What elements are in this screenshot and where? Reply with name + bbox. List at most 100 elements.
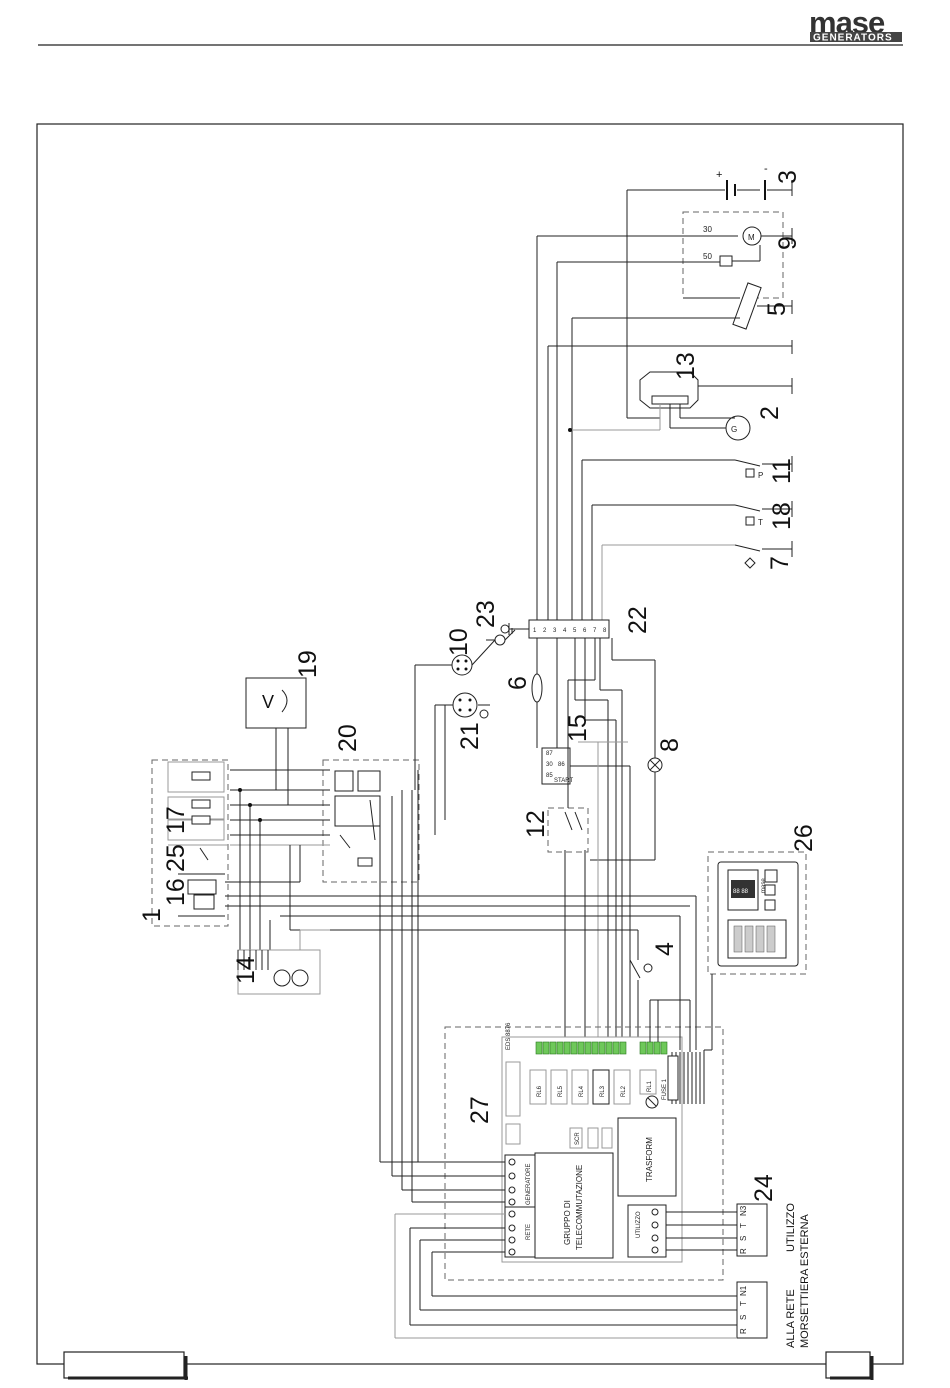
starter-terminal-30: 30 bbox=[703, 225, 712, 234]
oil-pressure-switch: P bbox=[582, 459, 792, 480]
relay-rl1: RL1 bbox=[647, 1080, 653, 1092]
label-11: 11 bbox=[768, 458, 796, 484]
header: mase GENERATORS bbox=[38, 5, 903, 46]
diagram-frame bbox=[36, 123, 904, 1365]
remote-panel-26: 88 88 mase bbox=[704, 851, 807, 1051]
terminal-strip-22: 1 2 3 4 5 6 7 8 bbox=[500, 619, 610, 639]
temperature-symbol: T bbox=[758, 518, 763, 527]
label-7: 7 bbox=[766, 556, 794, 570]
label-2: 2 bbox=[756, 406, 784, 420]
label-19: 19 bbox=[294, 650, 322, 678]
rete-pin-s: S bbox=[739, 1315, 748, 1320]
warning-lamp-8 bbox=[611, 638, 663, 860]
label-13: 13 bbox=[672, 352, 700, 380]
generatore-label: GENERATORE bbox=[526, 1164, 532, 1205]
connector-14 bbox=[237, 929, 330, 995]
alternator-symbol: G bbox=[731, 425, 737, 434]
utilizzo-pin-s: S bbox=[739, 1236, 748, 1241]
terminal-22-pin-8: 8 bbox=[603, 628, 607, 634]
rete-pin-t: T bbox=[739, 1301, 748, 1306]
ground-23 bbox=[486, 628, 516, 646]
label-10: 10 bbox=[445, 628, 473, 656]
footer-box-right bbox=[825, 1351, 871, 1379]
label-9: 9 bbox=[774, 236, 802, 250]
starter-terminal-50: 50 bbox=[703, 252, 712, 261]
ignition-switch-12 bbox=[547, 638, 655, 1040]
utilizzo-pin-t: T bbox=[739, 1223, 748, 1228]
switch-4 bbox=[290, 929, 653, 1040]
board-connector-label: EDS 8876 bbox=[506, 1022, 512, 1050]
starter-motor-symbol: M bbox=[748, 233, 755, 242]
distribution-block-20 bbox=[322, 759, 420, 883]
relay-pin-86: 86 bbox=[558, 762, 565, 768]
temperature-switch: T bbox=[592, 504, 792, 527]
battery-alternator: G bbox=[669, 404, 751, 441]
connector-10 bbox=[414, 639, 496, 790]
battery-plus: + bbox=[716, 169, 722, 181]
battery-minus: - bbox=[764, 163, 768, 175]
terminal-rete: R S T N1 ALLA RETE MORSETTIERA ESTERNA bbox=[394, 1213, 811, 1348]
label-16: 16 bbox=[162, 878, 190, 906]
relay-pin-87: 87 bbox=[546, 751, 553, 757]
relay-rl3: RL3 bbox=[600, 1085, 606, 1097]
label-21: 21 bbox=[456, 722, 484, 750]
label-23: 23 bbox=[472, 600, 500, 628]
fuel-level-switch bbox=[602, 544, 792, 569]
label-25: 25 bbox=[162, 844, 190, 872]
label-5: 5 bbox=[763, 302, 791, 316]
rete-label: RETE bbox=[526, 1224, 532, 1240]
relay-rl6: RL6 bbox=[537, 1085, 543, 1097]
relay-pin-30: 30 bbox=[546, 762, 553, 768]
terminal-22-pin-3: 3 bbox=[553, 628, 557, 634]
control-board-27: EDS 8876 bbox=[444, 999, 724, 1281]
terminal-22-pin-6: 6 bbox=[583, 628, 587, 634]
voltmeter-symbol: V bbox=[262, 692, 274, 712]
label-17: 17 bbox=[162, 806, 190, 834]
relay-start-text: START bbox=[554, 778, 573, 784]
relay-pin-85: 85 bbox=[546, 773, 553, 779]
label-26: 26 bbox=[790, 824, 818, 852]
gruppo-label-1: GRUPPO DI bbox=[563, 1200, 572, 1245]
utilizzo-board-label: UTILIZZO bbox=[636, 1211, 642, 1238]
terminal-22-pin-5: 5 bbox=[573, 628, 577, 634]
gruppo-label-2: TELECOMMUTAZIONE bbox=[575, 1165, 584, 1250]
battery: + - bbox=[626, 163, 792, 230]
ribbon-cable bbox=[667, 1000, 705, 1104]
label-12: 12 bbox=[522, 810, 550, 838]
transformer-label: TRASFORM bbox=[645, 1137, 654, 1182]
fuse-6 bbox=[531, 638, 543, 748]
logo-subtext: GENERATORS bbox=[813, 33, 893, 44]
start-relay-15: 87 30 86 85 START bbox=[541, 638, 631, 1040]
label-15: 15 bbox=[564, 714, 592, 742]
label-27: 27 bbox=[466, 1096, 494, 1124]
rete-pin-n1: N1 bbox=[739, 1285, 748, 1296]
terminal-22-pin-7: 7 bbox=[593, 628, 597, 634]
terminal-22-pin-2: 2 bbox=[543, 628, 547, 634]
utilizzo-pin-n3: N3 bbox=[739, 1205, 748, 1216]
relay-rl4: RL4 bbox=[579, 1085, 585, 1097]
label-18: 18 bbox=[768, 502, 796, 530]
breaker-assembly-1 bbox=[151, 759, 229, 927]
utilizzo-label: UTILIZZO bbox=[785, 1203, 797, 1252]
label-24: 24 bbox=[750, 1174, 778, 1202]
footer-box-left bbox=[63, 1351, 185, 1379]
label-8: 8 bbox=[656, 738, 684, 752]
label-1: 1 bbox=[138, 908, 166, 922]
terminal-22-pin-4: 4 bbox=[563, 628, 567, 634]
board-chip-label: SCR bbox=[575, 1132, 581, 1145]
panel-brand: mase bbox=[761, 878, 767, 893]
morsettiera-label: MORSETTIERA ESTERNA bbox=[799, 1213, 811, 1348]
voltmeter-19: V bbox=[245, 677, 330, 806]
label-22: 22 bbox=[624, 606, 652, 634]
terminal-22-pin-1: 1 bbox=[533, 628, 537, 634]
utilizzo-pin-r: R bbox=[739, 1248, 748, 1254]
panel-display: 88 88 bbox=[733, 889, 749, 895]
label-6: 6 bbox=[504, 676, 532, 690]
relay-rl5: RL5 bbox=[558, 1085, 564, 1097]
logo-bar bbox=[810, 32, 902, 42]
relay-rl2: RL2 bbox=[621, 1085, 627, 1097]
green-connector bbox=[535, 1041, 668, 1055]
label-3: 3 bbox=[774, 170, 802, 184]
component-labels: 1 2 3 4 5 6 7 8 9 10 11 12 13 14 15 16 1… bbox=[138, 170, 818, 1202]
